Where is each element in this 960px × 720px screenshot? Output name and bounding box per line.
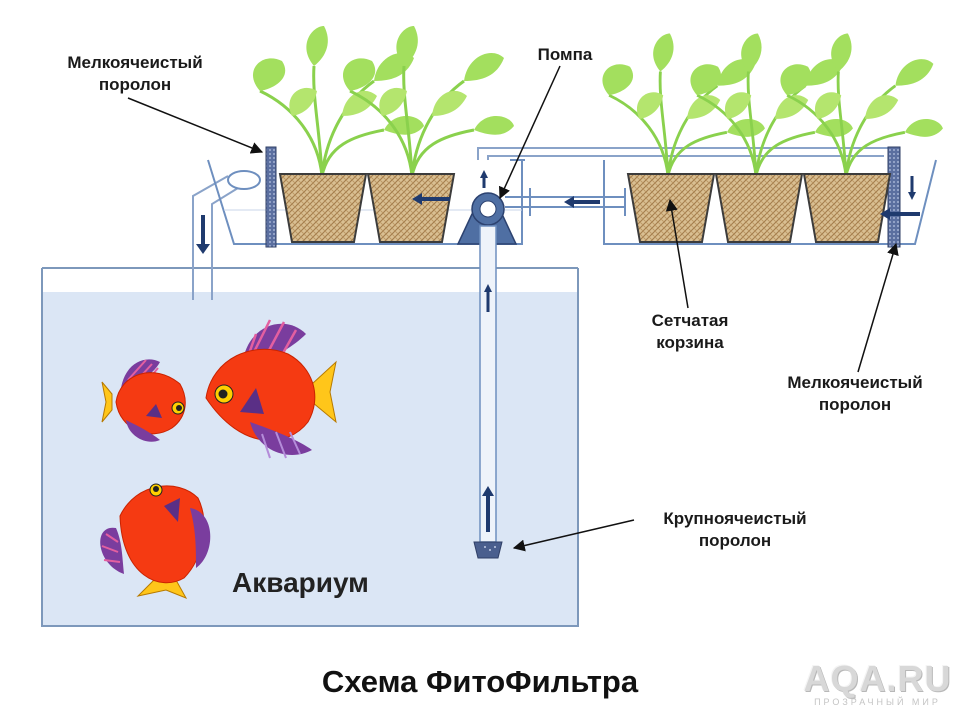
down-flow-arrow-icon: [196, 244, 210, 254]
leader-foam-left: [127, 97, 264, 154]
label-fine-foam-left: Мелкоячеистый поролон: [40, 52, 230, 96]
label-line: Мелкоячеистый: [787, 373, 923, 392]
label-aquarium: Аквариум: [232, 567, 369, 598]
watermark: AQA.RU ПРОЗРАЧНЫЙ МИР: [800, 658, 955, 708]
up-flow-arrow-icon: [484, 284, 492, 292]
label-line: Помпа: [537, 45, 593, 64]
watermark-tagline: ПРОЗРАЧНЫЙ МИР: [814, 697, 941, 707]
leader-foam-right: [857, 242, 899, 373]
watermark-logo: AQA.RU: [803, 658, 952, 699]
fine-foam-right: [887, 146, 901, 248]
fine-foam-left: [265, 146, 277, 248]
left-flow-arrow-icon: [880, 208, 890, 220]
leader-lines: [127, 65, 899, 552]
label-line: Мелкоячеистый: [67, 53, 203, 72]
leader-pump: [499, 65, 561, 200]
label-line: поролон: [818, 395, 892, 414]
page-title: Схема ФитоФильтра: [321, 664, 639, 699]
label-line: Сетчатая: [651, 311, 729, 330]
left-flow-arrow-icon: [412, 193, 422, 205]
basket-1: [279, 173, 367, 243]
right-filter-tray: [603, 159, 937, 245]
return-pipe: [192, 170, 261, 300]
label-mesh-basket: Сетчатая корзина: [615, 310, 765, 354]
label-line: поролон: [98, 75, 172, 94]
label-line: Крупноячеистый: [663, 509, 807, 528]
flow-arrows: [412, 176, 920, 220]
fish-large: [205, 319, 337, 459]
basket-4: [715, 173, 803, 243]
leader-coarse-foam: [512, 519, 635, 552]
basket-5: [803, 173, 891, 243]
riser-tube: [473, 170, 503, 559]
basket-2: [367, 173, 455, 243]
fish-lower: [100, 483, 211, 599]
coarse-foam-block: [473, 541, 503, 559]
down-flow-arrow-icon: [908, 192, 916, 200]
label-coarse-foam: Крупноячеистый поролон: [630, 508, 840, 552]
label-pump: Помпа: [520, 44, 610, 66]
return-pipe-intake: [227, 170, 261, 190]
up-flow-arrow-icon: [482, 486, 494, 496]
left-flow-arrow-icon: [564, 196, 574, 208]
leader-basket: [665, 198, 689, 309]
fish-small: [101, 359, 186, 442]
plants-left: [251, 24, 516, 178]
label-line: поролон: [698, 531, 772, 550]
up-flow-arrow-icon: [480, 170, 488, 178]
label-fine-foam-right: Мелкоячеистый поролон: [760, 372, 950, 416]
label-line: корзина: [656, 333, 724, 352]
